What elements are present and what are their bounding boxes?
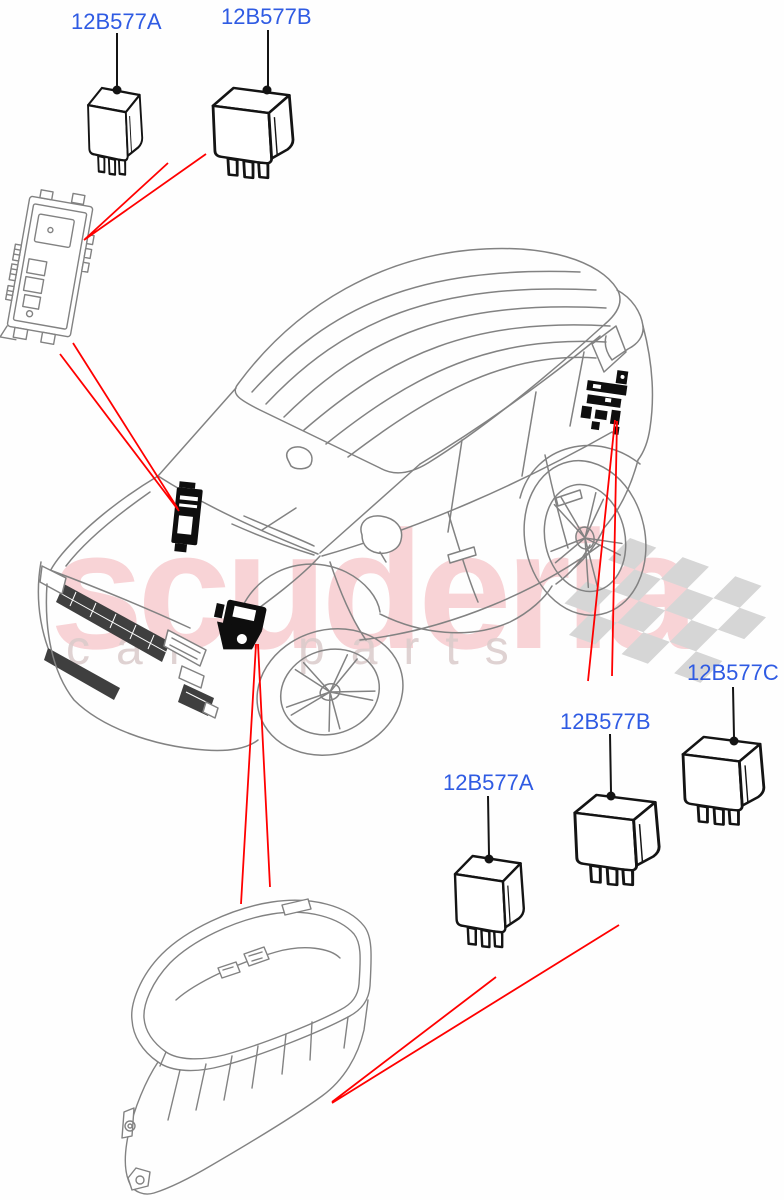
rear-quarter-relay-location-marker [580,370,629,435]
relay-illustration-12b577a-top [86,86,144,176]
relay-illustration-12b577b-top [211,86,295,180]
vehicle-illustration [37,247,654,756]
control-module-illustration [0,189,95,346]
relay-illustration-12b577a-bottom [453,854,526,949]
part-callout-12b577a-bottom[interactable]: 12B577A [443,770,534,795]
battery-junction-box-illustration [121,898,372,1195]
red-leader-lines [59,153,620,1104]
cowl-relay-location-marker [171,481,203,553]
callout-leader-lines [112,30,739,864]
part-callout-12b577c[interactable]: 12B577C [687,660,779,685]
part-callout-12b577a-top[interactable]: 12B577A [71,9,162,34]
lid-icon [217,946,270,979]
relay-illustration-12b577b-bottom [573,793,661,887]
relay-illustration-12b577c-bottom [681,735,766,827]
fender-relay-location-marker [213,599,267,650]
part-callout-12b577b-bottom[interactable]: 12B577B [560,709,651,734]
part-callout-12b577b-top[interactable]: 12B577B [221,4,312,29]
